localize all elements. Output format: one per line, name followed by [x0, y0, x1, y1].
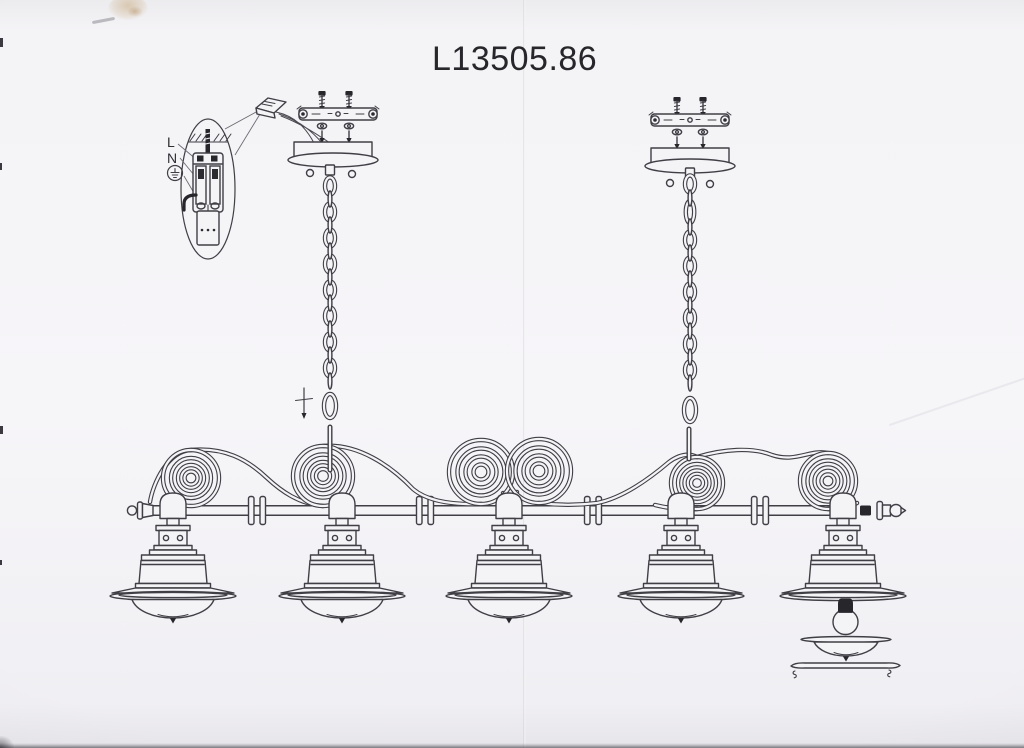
- hook-icon: [792, 670, 797, 679]
- paper-stain: [108, 0, 148, 20]
- wire-connector: [255, 97, 287, 119]
- nut-arrow-down-icon: [343, 122, 355, 145]
- finial-nut: [860, 505, 871, 516]
- paper-fold-line: [523, 0, 526, 748]
- canopy-hole: [347, 169, 357, 179]
- shade-ring-plate: [790, 662, 901, 669]
- threaded-rod: [205, 129, 210, 157]
- scan-speck: [0, 38, 3, 47]
- nut-arrow-down-icon: [697, 128, 709, 151]
- hook-icon: [887, 669, 892, 678]
- mounting-bracket: [648, 111, 732, 127]
- canopy-hole: [305, 168, 315, 178]
- paper-stain-small: [127, 6, 143, 17]
- ceiling-canopy: [287, 141, 379, 168]
- left-ceiling-mount: [255, 90, 380, 179]
- canopy-hole: [665, 178, 675, 188]
- scan-speck: [0, 560, 2, 565]
- scroll-spiral-1: [160, 447, 222, 509]
- live-wire-label: L: [167, 134, 175, 150]
- right-chain: [681, 175, 699, 425]
- ceiling-hatch: [189, 133, 232, 142]
- scan-speck: [0, 163, 2, 170]
- loop-screw: [295, 387, 313, 419]
- scroll-spiral-2: [290, 443, 356, 509]
- connection-box: [196, 210, 220, 246]
- chain-fitting: [324, 164, 336, 176]
- scroll-spiral-4: [504, 436, 574, 506]
- model-number: L13505.86: [432, 40, 598, 78]
- scrollwork: [147, 436, 860, 512]
- lead-wires: [275, 111, 331, 144]
- wiring-callout: [166, 110, 261, 260]
- scan-speck: [0, 426, 3, 434]
- left-finial: [126, 501, 154, 520]
- canopy-hole: [705, 179, 715, 189]
- light-bulb: [832, 608, 859, 636]
- supply-wire: [182, 193, 198, 212]
- bulb-shade-detail: [790, 598, 901, 679]
- nut-arrow-down-icon: [671, 128, 683, 151]
- glass-diffuser: [800, 635, 892, 662]
- scroll-spiral-6: [797, 450, 859, 512]
- terminal-block: [192, 152, 224, 213]
- bulb-cap: [838, 598, 853, 612]
- scroll-spiral-3: [446, 437, 516, 507]
- earth-icon: [166, 164, 184, 182]
- mounting-bracket: [296, 105, 380, 121]
- nut-arrow-down-icon: [316, 122, 328, 145]
- right-finial: [876, 500, 907, 521]
- neutral-wire-label: N: [167, 150, 178, 166]
- scroll-spiral-5: [668, 454, 726, 512]
- scan-edge-shadow: [0, 743, 1024, 748]
- left-chain: [295, 177, 339, 421]
- scan-corner-shadow: [0, 736, 14, 748]
